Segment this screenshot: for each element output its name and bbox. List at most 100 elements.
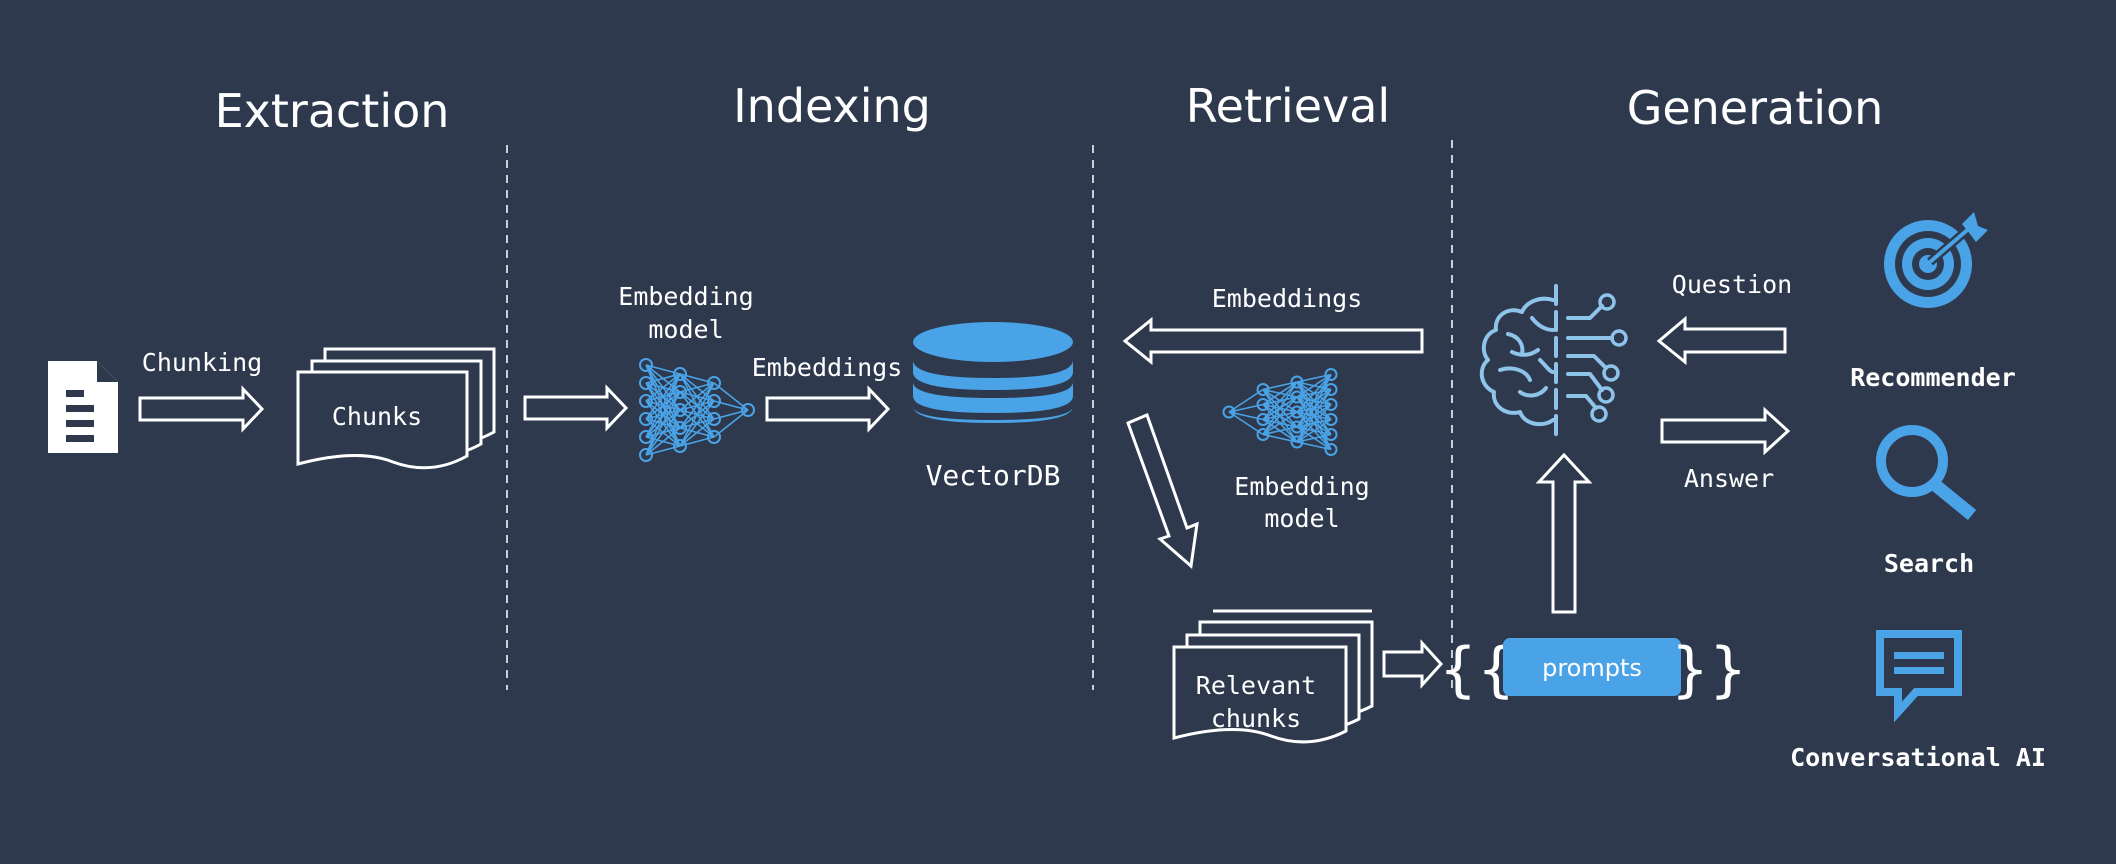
arrow-answer-to-apps: [1660, 406, 1791, 456]
arrow-prompts-to-llm: [1535, 452, 1593, 614]
nn-edge: [1228, 411, 1264, 436]
nn-node: [1256, 398, 1270, 411]
nn-edge: [1262, 411, 1298, 436]
prompts-label: prompts: [1542, 654, 1642, 682]
nn-node: [1324, 383, 1338, 396]
nn-node: [707, 430, 721, 444]
nn-edge: [645, 373, 681, 456]
embeddings-label-retrieval: Embeddings: [1212, 284, 1363, 313]
neural-network-icon: [1222, 368, 1338, 456]
nn-node: [639, 448, 653, 462]
relevant-chunks-stack: [1172, 609, 1374, 744]
nn-edge: [713, 382, 749, 411]
relevant-chunks-label-line2: chunks: [1211, 704, 1301, 733]
nn-edge: [679, 382, 715, 411]
open-braces: {{: [1439, 635, 1515, 705]
nn-node: [639, 394, 653, 408]
prompts-pill: [1503, 638, 1681, 696]
document-icon: [48, 361, 118, 453]
nn-node: [673, 367, 687, 381]
nn-edge: [1262, 381, 1298, 421]
nn-edge: [1262, 381, 1298, 406]
brain-icon: [1479, 284, 1628, 436]
embeddings-label-indexing: Embeddings: [752, 353, 903, 382]
nn-edge: [1296, 389, 1332, 443]
nn-edge: [679, 418, 715, 447]
section-title-extraction: Extraction: [215, 84, 450, 138]
section-title-generation: Generation: [1627, 81, 1884, 135]
chunks-stack: [296, 347, 496, 470]
nn-edge: [1296, 373, 1332, 413]
nn-node: [673, 403, 687, 417]
embedding-model-label-line2: model: [648, 315, 723, 344]
nn-edge: [679, 400, 715, 447]
target-icon: [1884, 212, 1988, 308]
nn-node: [673, 385, 687, 399]
nn-edge: [1262, 381, 1298, 435]
app-label-search: Search: [1884, 549, 1974, 578]
nn-edge: [679, 382, 715, 447]
nn-node: [1324, 443, 1338, 456]
nn-edge: [1296, 374, 1332, 443]
arrow-question-to-llm: [1656, 315, 1787, 366]
nn-node: [1324, 413, 1338, 426]
nn-edge: [645, 391, 681, 456]
question-label: Question: [1672, 270, 1792, 299]
nn-node: [639, 430, 653, 444]
answer-label: Answer: [1684, 464, 1774, 493]
nn-edge: [1262, 396, 1298, 436]
nn-edge: [645, 409, 681, 456]
nn-edge: [1296, 374, 1332, 428]
nn-node: [707, 412, 721, 426]
relevant-chunks-label-line1: Relevant: [1196, 671, 1316, 700]
nn-edge: [1296, 373, 1332, 398]
nn-edge: [1296, 403, 1332, 443]
chunking-label: Chunking: [142, 348, 262, 377]
chunks-label: Chunks: [332, 402, 422, 431]
nn-edge: [645, 373, 681, 402]
nn-node: [1256, 428, 1270, 441]
nn-edge: [679, 382, 715, 429]
nn-node: [1324, 368, 1338, 381]
database-icon: [913, 322, 1073, 423]
nn-edge: [645, 373, 681, 438]
nn-edge: [645, 373, 681, 420]
nn-node: [1256, 413, 1270, 426]
nn-node: [673, 439, 687, 453]
nn-node: [1290, 435, 1304, 449]
arrow-chunks-to-model: [523, 384, 629, 432]
nn-node: [639, 412, 653, 426]
nn-node: [1290, 375, 1304, 389]
nn-node: [639, 358, 653, 372]
nn-node: [639, 376, 653, 390]
section-title-retrieval: Retrieval: [1186, 79, 1390, 133]
arrow-relevant-to-prompts: [1382, 639, 1444, 689]
nn-node: [673, 421, 687, 435]
embedding-model-label-line1: Embedding: [618, 282, 753, 311]
embedding-model-retrieval-line2: model: [1264, 504, 1339, 533]
section-title-indexing: Indexing: [733, 79, 931, 133]
nn-node: [741, 403, 755, 417]
neural-network-icon: [639, 358, 755, 462]
nn-edge: [645, 427, 681, 456]
arrow-vectordb-to-relevant-chunks: [1126, 413, 1199, 569]
nn-edge: [1296, 418, 1332, 443]
magnifier-icon: [1876, 425, 1977, 521]
nn-node: [707, 394, 721, 408]
nn-node: [1324, 428, 1338, 441]
chat-icon: [1876, 630, 1962, 723]
nn-node: [1256, 383, 1270, 396]
arrow-model-to-vectordb: [765, 385, 891, 433]
vectordb-label: VectorDB: [926, 459, 1061, 492]
nn-node: [1290, 390, 1304, 404]
nn-node: [1290, 420, 1304, 434]
app-label-recommender: Recommender: [1850, 363, 2016, 392]
nn-node: [707, 376, 721, 390]
nn-node: [1324, 398, 1338, 411]
arrow-chunking: [138, 385, 265, 433]
embedding-model-retrieval-line1: Embedding: [1234, 472, 1369, 501]
close-braces: }}: [1671, 635, 1747, 705]
nn-edge: [1228, 388, 1264, 413]
app-label-conversational-ai: Conversational AI: [1790, 743, 2046, 772]
